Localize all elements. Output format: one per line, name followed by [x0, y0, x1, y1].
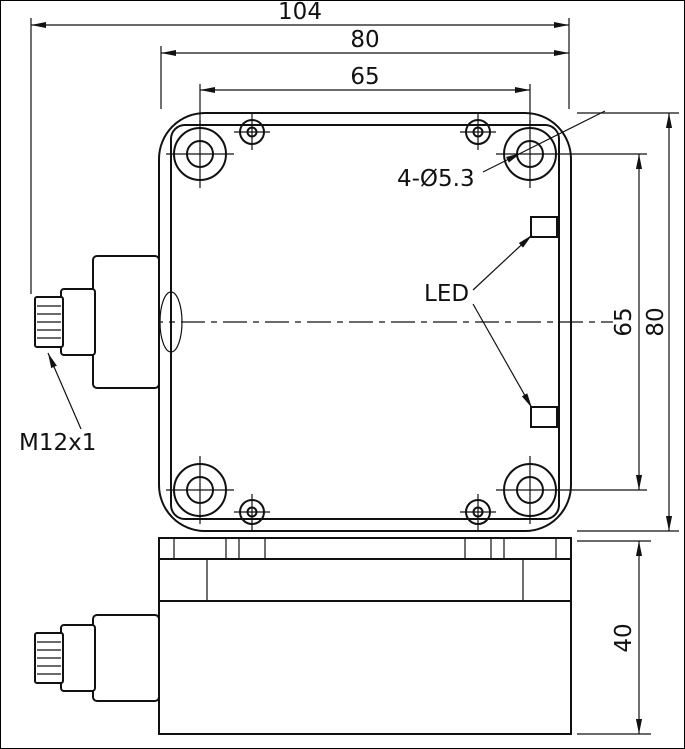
dimension-80-height-label: 80	[643, 307, 669, 336]
thread-callout-group: M12x1	[19, 352, 96, 456]
cover-screw-top-right	[460, 114, 496, 150]
cover-screw-bottom-right	[460, 494, 496, 530]
led-callout: LED	[424, 281, 469, 307]
dimension-side-height: 40	[577, 540, 651, 735]
dimension-104-label: 104	[278, 1, 322, 25]
mounting-hole-top-left	[166, 120, 234, 188]
cover-screw-bottom-left	[234, 494, 270, 530]
dimension-hole-spacing-vertical: 65	[564, 153, 647, 491]
side-view	[34, 537, 572, 735]
dimension-body-height: 80	[577, 112, 679, 532]
dimension-hole-spacing-horizontal: 65	[199, 64, 531, 125]
led-window-bottom	[530, 406, 558, 428]
side-body-outline	[158, 537, 572, 735]
mounting-hole-bottom-left	[166, 456, 234, 524]
led-callout-group: LED	[424, 234, 533, 409]
connector-side-view	[34, 614, 160, 702]
dimension-65-height-label: 65	[611, 307, 637, 336]
dimension-80-width-label: 80	[350, 27, 379, 53]
thread-callout: M12x1	[19, 430, 96, 456]
cover-screw-top-left	[234, 114, 270, 150]
led-window-top	[530, 216, 558, 238]
dimension-body-width: 80	[160, 27, 570, 109]
top-view	[34, 112, 613, 532]
dimension-65-width-label: 65	[350, 64, 379, 90]
connector-top-view	[34, 255, 183, 389]
mounting-holes-callout: 4-Ø5.3	[397, 166, 475, 192]
dimension-40-label: 40	[611, 623, 637, 652]
mounting-hole-bottom-right	[496, 456, 564, 524]
mounting-hole-top-right	[496, 120, 564, 188]
dimension-overall-width: 104	[30, 1, 570, 294]
mounting-holes-callout-group: 4-Ø5.3	[397, 110, 606, 192]
